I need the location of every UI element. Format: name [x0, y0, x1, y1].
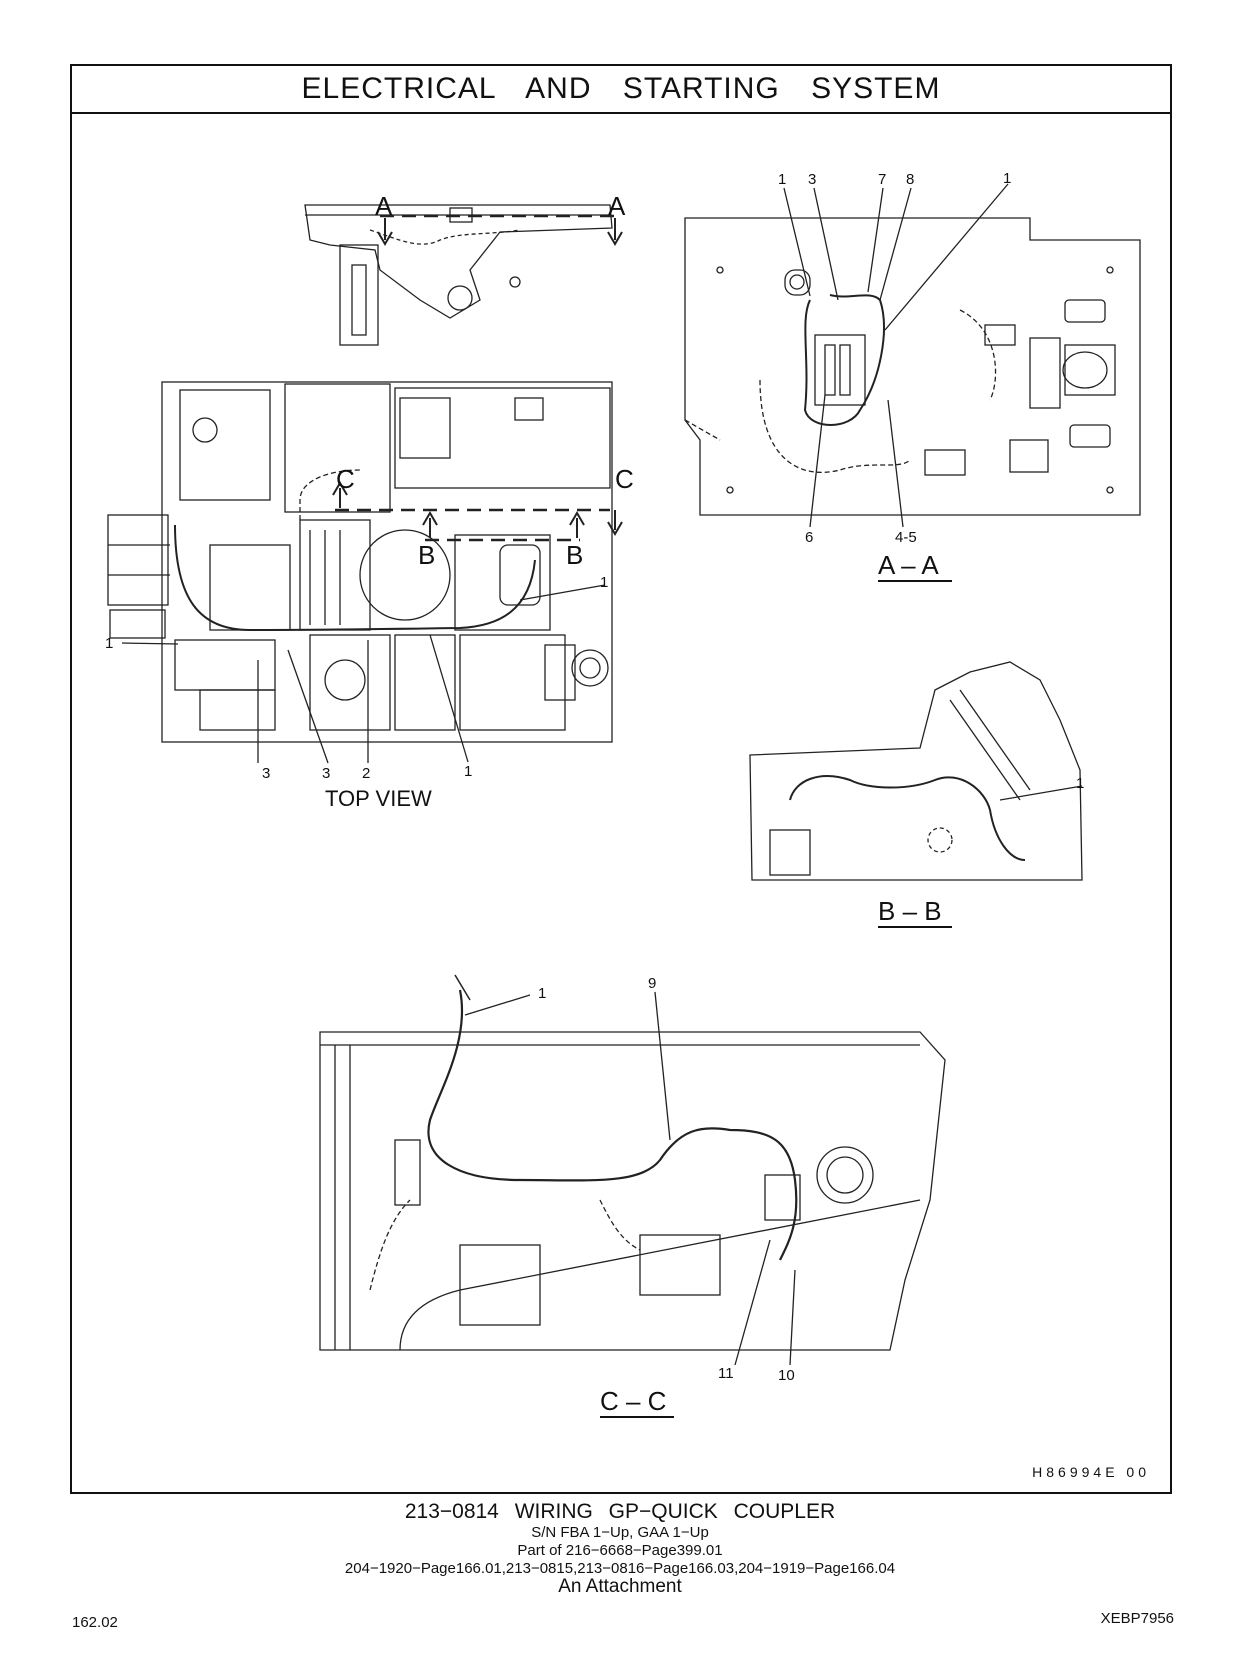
section-mark: C: [336, 464, 355, 494]
attachment-note: An Attachment: [558, 1576, 682, 1597]
view-cc: [319, 974, 946, 1366]
top-view-caption: TOP VIEW: [325, 786, 432, 811]
callout-label: 3: [808, 171, 816, 188]
view-bb-caption: B – B: [878, 896, 942, 926]
view-aa-caption: A – A: [878, 550, 939, 580]
upper-elevation-view: [304, 204, 623, 346]
document-number: XEBP7956: [1100, 1610, 1174, 1627]
section-mark: A: [375, 191, 393, 221]
callout-label: 1: [1076, 775, 1084, 792]
callout-label: 2: [362, 765, 370, 782]
view-aa: [684, 183, 1141, 528]
callout-label: 1: [538, 985, 546, 1002]
page-title: ELECTRICAL AND STARTING SYSTEM: [301, 72, 941, 105]
callout-label: 1: [105, 635, 113, 652]
callout-label: 1: [778, 171, 786, 188]
diagram-frame: ELECTRICAL AND STARTING SYSTEM: [70, 64, 1172, 1494]
part-of-note: Part of 216−6668−Page399.01: [517, 1542, 723, 1559]
callout-label: 1: [600, 574, 608, 591]
section-mark: A: [608, 191, 626, 221]
callout-label: 10: [778, 1367, 795, 1384]
view-bb: [749, 661, 1083, 881]
callout-label: 7: [878, 171, 886, 188]
title-bar: ELECTRICAL AND STARTING SYSTEM: [72, 66, 1170, 114]
callout-label: 4-5: [895, 529, 917, 546]
view-cc-caption: C – C: [600, 1386, 666, 1416]
callout-label: 1: [1003, 170, 1011, 187]
top-view: [107, 381, 623, 764]
callout-label: 6: [805, 529, 813, 546]
section-mark: C: [615, 464, 634, 494]
page-number: 162.02: [72, 1614, 118, 1631]
callout-label: 3: [262, 765, 270, 782]
section-mark: B: [418, 540, 435, 570]
callout-label: 9: [648, 975, 656, 992]
part-title: 213−0814 WIRING GP−QUICK COUPLER: [404, 1500, 836, 1523]
serial-number-range: S/N FBA 1−Up, GAA 1−Up: [531, 1524, 709, 1541]
related-pages: 204−1920−Page166.01,213−0815,213−0816−Pa…: [344, 1560, 896, 1577]
callout-label: 3: [322, 765, 330, 782]
callout-label: 8: [906, 171, 914, 188]
section-mark: B: [566, 540, 583, 570]
callout-label: 11: [718, 1365, 734, 1382]
illustration-reference: H86994E 00: [1032, 1464, 1150, 1480]
callout-label: 1: [464, 763, 472, 780]
